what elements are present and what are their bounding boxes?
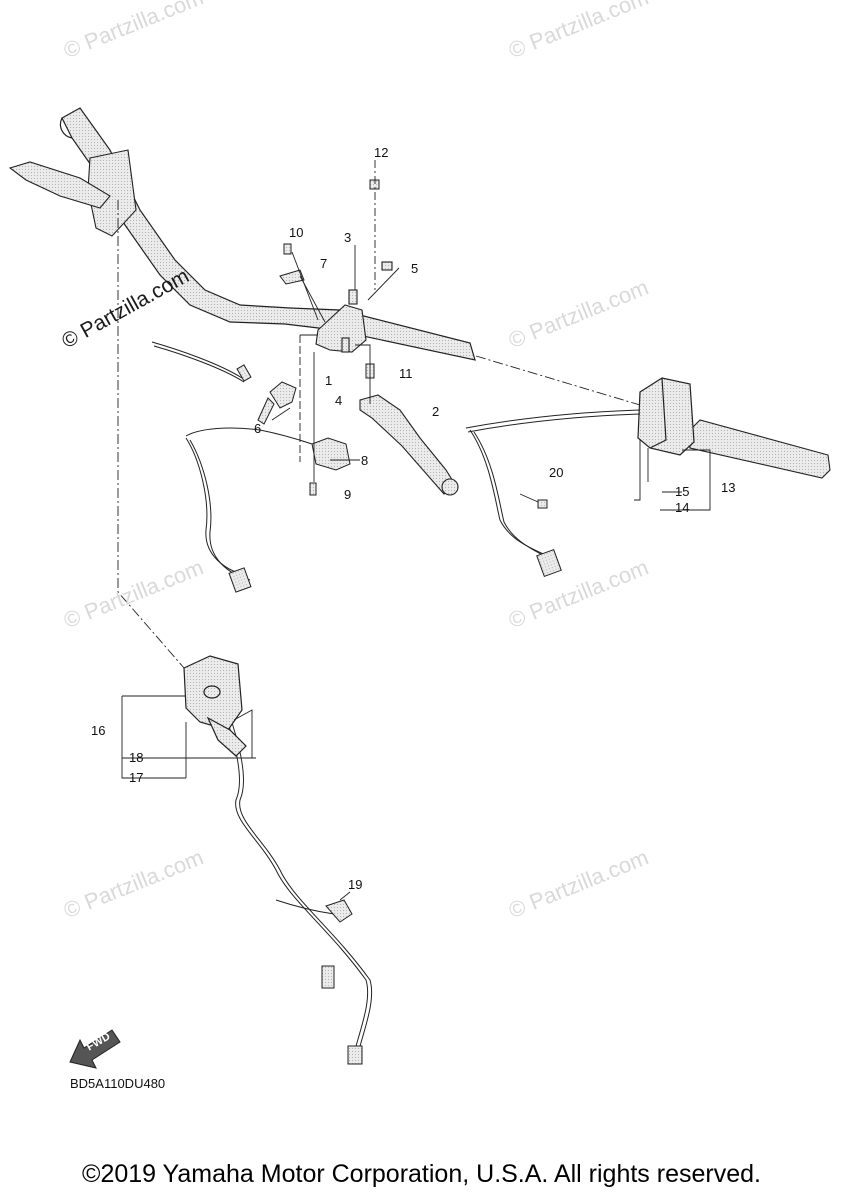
callout-13: 13 — [721, 480, 736, 495]
callout-12: 12 — [374, 145, 389, 160]
callout-20: 20 — [549, 465, 564, 480]
clutch-lever — [359, 394, 459, 496]
wire-harnesses — [151, 341, 641, 1051]
callout-15: 15 — [675, 484, 690, 499]
callout-9: 9 — [344, 487, 352, 502]
callout-3: 3 — [344, 230, 352, 245]
small-parts — [257, 179, 548, 509]
callout-4: 4 — [335, 393, 343, 408]
connectors — [228, 364, 562, 1065]
callout-1: 1 — [325, 373, 333, 388]
right-switch-housing — [637, 377, 695, 456]
figure-code: BD5A110DU480 — [70, 1076, 166, 1091]
callout-2: 2 — [432, 404, 440, 419]
callout-5: 5 — [411, 261, 419, 276]
left-lever-assembly — [8, 149, 137, 237]
callout-16: 16 — [91, 723, 106, 738]
callout-18: 18 — [129, 750, 144, 765]
fwd-arrow-icon — [69, 1029, 121, 1069]
callout-8: 8 — [361, 453, 369, 468]
callout-17: 17 — [129, 770, 144, 785]
right-grip — [689, 419, 831, 479]
copyright-notice: ©2019 Yamaha Motor Corporation, U.S.A. A… — [82, 1160, 761, 1188]
callout-11: 11 — [399, 366, 413, 381]
callout-10: 10 — [289, 225, 304, 240]
callout-14: 14 — [675, 500, 690, 515]
lever-bracket — [315, 261, 393, 353]
callout-6: 6 — [254, 421, 262, 436]
callout-7: 7 — [320, 256, 328, 271]
callout-19: 19 — [348, 877, 363, 892]
leader-lines — [117, 160, 711, 901]
left-switch-housing — [183, 655, 247, 757]
